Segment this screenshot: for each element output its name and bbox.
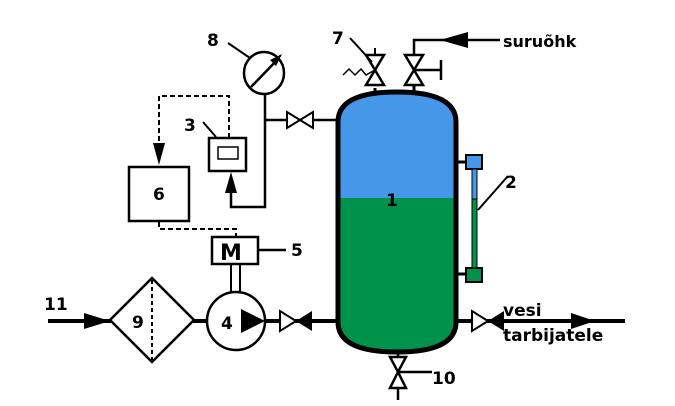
signal-line-motor (158, 222, 237, 237)
arrow-left-icon (440, 32, 468, 48)
filter: 9 (108, 276, 196, 364)
label-controller: 6 (153, 185, 165, 205)
label-drain-valve: 10 (432, 369, 456, 389)
drain-valve[interactable]: 10 (387, 352, 456, 400)
arrow-down-icon (153, 143, 165, 165)
label-tank: 1 (386, 191, 398, 211)
arrow-up-icon (225, 172, 237, 193)
air-volume (338, 92, 456, 198)
pressure-switch: 3 (184, 116, 248, 173)
pump: 4 (205, 290, 267, 352)
label-air-inlet: suruõhk (503, 32, 577, 51)
label-motor: 5 (291, 241, 303, 261)
safety-valve[interactable]: 7 (332, 29, 387, 92)
air-valve[interactable]: suruõhk (402, 32, 577, 92)
label-safety-valve: 7 (332, 29, 344, 49)
manometer: 8 (207, 31, 338, 209)
level-gauge: 2 (456, 154, 517, 283)
check-valve[interactable] (279, 309, 298, 333)
arrow-right-icon (571, 313, 595, 329)
outlet-valve[interactable] (471, 309, 490, 333)
label-outlet-line2: tarbijatele (503, 326, 603, 346)
motor-symbol: M (220, 241, 242, 266)
label-inlet: 11 (44, 295, 68, 315)
label-filter: 9 (132, 313, 144, 333)
water-volume (338, 198, 456, 352)
arrow-right-icon (84, 313, 110, 329)
motor: M 5 (210, 235, 303, 292)
controller: 6 (127, 165, 191, 223)
signal-line (158, 95, 230, 142)
label-pressure-switch: 3 (184, 116, 196, 136)
tank: 1 (335, 89, 459, 355)
label-manometer: 8 (207, 31, 219, 51)
manometer-valve[interactable] (286, 110, 314, 130)
label-outlet-line1: vesi (503, 301, 542, 321)
check-valve-filled (296, 311, 312, 331)
label-pump: 4 (221, 314, 233, 334)
label-level-gauge: 2 (505, 173, 517, 193)
